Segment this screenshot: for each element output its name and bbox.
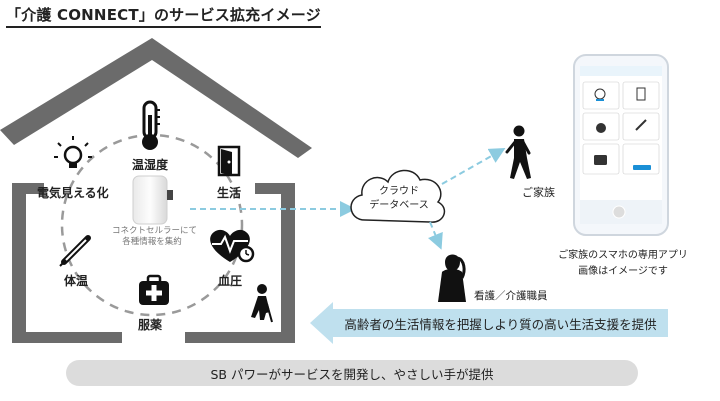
caregiver-icon: [438, 254, 466, 302]
thermometer-icon: [142, 100, 160, 150]
label-temp-humidity: 温湿度: [132, 158, 169, 172]
family-label: ご家族: [522, 186, 555, 199]
cloud-to-family-arrow: [441, 148, 506, 185]
label-life: 生活: [217, 186, 242, 200]
smartphone-icon: [573, 54, 669, 236]
connect-cellular-device: [132, 175, 173, 225]
label-medication: 服薬: [138, 318, 163, 332]
heart-monitor-icon: [210, 229, 255, 263]
cloud-label: クラウド データベース: [366, 185, 432, 213]
cloud-to-caregiver-arrow: [428, 221, 443, 250]
person-walking-icon: [505, 125, 531, 179]
label-blood-pressure: 血圧: [218, 274, 243, 288]
cloud-icon: [350, 169, 446, 223]
clinical-thermometer-icon: [59, 235, 91, 267]
hub-caption-line1: コネクトセルラーにて: [112, 226, 198, 236]
label-body-temp: 体温: [64, 274, 89, 288]
caregiver-label: 看護／介護職員: [474, 290, 548, 302]
door-icon: [217, 145, 241, 177]
house-outline: [0, 38, 312, 343]
hub-caption-line2: 各種情報を集約: [122, 237, 182, 247]
elderly-person-icon: [251, 284, 273, 323]
cloud-label-line1: クラウド: [379, 186, 419, 197]
support-banner: 高齢者の生活情報を把握しより質の高い生活支援を提供: [333, 309, 668, 337]
page-title: 「介護 CONNECT」のサービス拡充イメージ: [6, 4, 321, 28]
phone-caption: ご家族のスマホの専用アプリ 画像はイメージです: [548, 248, 698, 280]
hub-caption: コネクトセルラーにて 各種情報を集約: [112, 226, 198, 248]
lightbulb-icon: [54, 136, 92, 168]
label-electricity: 電気見える化: [37, 186, 109, 200]
phone-caption-line1: ご家族のスマホの専用アプリ: [558, 250, 688, 261]
provider-footer: SB パワーがサービスを開発し、やさしい手が提供: [66, 360, 638, 386]
phone-caption-line2: 画像はイメージです: [578, 266, 668, 277]
medical-kit-icon: [139, 274, 169, 305]
cloud-label-line2: データベース: [369, 200, 429, 211]
